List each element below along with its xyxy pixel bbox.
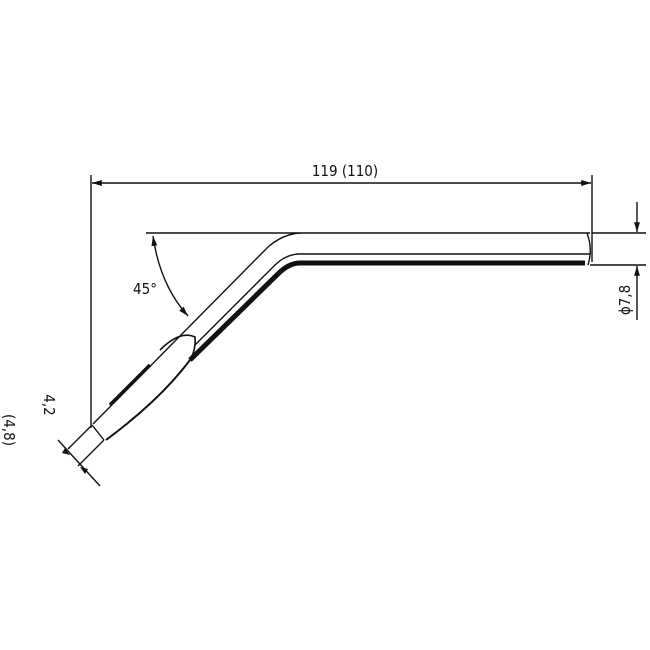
tip-width-arrow-2: [80, 467, 88, 474]
tip-top-thick: [108, 363, 152, 407]
angle-label: 45°: [133, 280, 157, 298]
length-label: 119 (110): [312, 162, 378, 180]
tip-outline-top: [92, 232, 590, 425]
tip-end-bottom: [77, 439, 105, 467]
shaft-end: [586, 232, 591, 266]
tip-outline-inner: [194, 253, 590, 346]
tip-width-arrow-1: [62, 448, 70, 455]
tip-outline-bottom: [188, 260, 585, 362]
tip-width-dimension-line: [57, 439, 101, 487]
tip-flat-face: [159, 334, 196, 361]
tip-bottom-taper: [105, 359, 191, 441]
tip-end-top: [67, 424, 93, 450]
diameter-label: ϕ7,8: [616, 285, 634, 315]
angle-arc: [151, 235, 189, 317]
tip-end-chord: [91, 424, 105, 441]
tip-width-label: 4,2: [40, 394, 58, 415]
tip-width-alt-label: (4,8): [0, 414, 18, 446]
